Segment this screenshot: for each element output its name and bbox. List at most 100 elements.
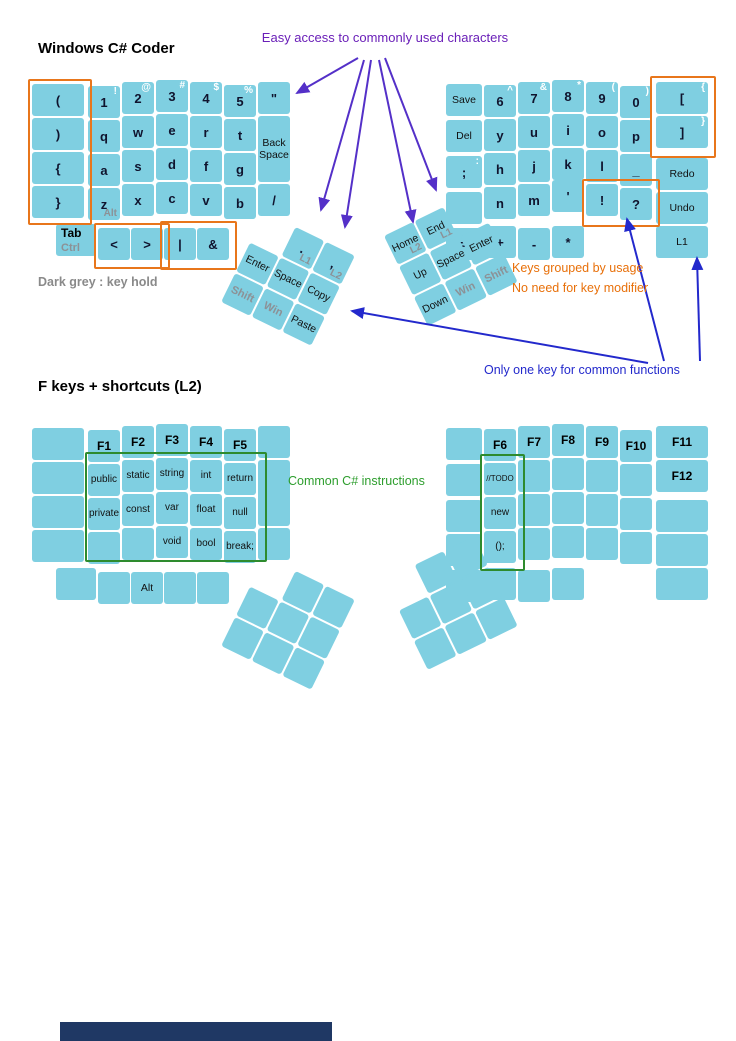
key-blank: [518, 528, 550, 560]
key-symbol: _: [620, 154, 652, 186]
key-blank: [552, 568, 584, 600]
key-blank: [446, 428, 482, 460]
key-symbol: {: [32, 152, 84, 184]
key-symbol: ": [258, 82, 290, 114]
key-blank: [32, 462, 84, 494]
key-t: t: [224, 119, 256, 151]
key-symbol: (: [32, 84, 84, 116]
key-blank: [446, 192, 482, 224]
key-symbol: -: [518, 228, 550, 260]
key-o: o: [586, 116, 618, 148]
key-i: i: [552, 114, 584, 146]
key-a: a: [88, 154, 120, 186]
key-d: d: [156, 148, 188, 180]
key-y: y: [484, 119, 516, 151]
key-8: 8*: [552, 80, 584, 112]
key-f7: F7: [518, 426, 550, 458]
key-return: return: [224, 463, 256, 495]
key-blank: [446, 464, 482, 496]
key-blank: [656, 534, 708, 566]
key-3: 3#: [156, 80, 188, 112]
key-symbol: <: [98, 228, 130, 260]
key-blank: [122, 528, 154, 560]
key-1: 1!: [88, 86, 120, 118]
key-blank: [32, 530, 84, 562]
key-float: float: [190, 494, 222, 526]
key-blank: [56, 568, 96, 600]
key-blank: [197, 572, 229, 604]
key-symbol: ]}: [656, 116, 708, 148]
key-6: 6^: [484, 85, 516, 117]
key-break: break;: [224, 531, 256, 563]
key-blank: [620, 464, 652, 496]
key-symbol: &: [197, 228, 229, 260]
footer-bar: [60, 1022, 332, 1041]
key-2: 2@: [122, 82, 154, 114]
key-undo: Undo: [656, 192, 708, 224]
key-blank: [258, 460, 290, 526]
key-x: x: [122, 184, 154, 216]
key-blank: [98, 572, 130, 604]
key-blank: [656, 568, 708, 600]
key-save: Save: [446, 84, 482, 116]
key-w: w: [122, 116, 154, 148]
key-p: p: [620, 120, 652, 152]
key-blank: [656, 500, 708, 532]
key-0: 0): [620, 86, 652, 118]
key-blank: [258, 528, 290, 560]
key-blank: [518, 570, 550, 602]
key-symbol: ;:: [446, 156, 482, 188]
key-f12: F12: [656, 460, 708, 492]
key-symbol: ?: [620, 188, 652, 220]
key-f5: F5: [224, 429, 256, 461]
key-f4: F4: [190, 426, 222, 458]
key-backspace: Back Space: [258, 116, 290, 182]
key-f6: F6: [484, 429, 516, 461]
key-l: l: [586, 150, 618, 182]
key-private: private: [88, 498, 120, 530]
key-c: c: [156, 182, 188, 214]
key-r: r: [190, 116, 222, 148]
key-f2: F2: [122, 426, 154, 458]
key-blank: [586, 460, 618, 492]
key-symbol: /: [258, 184, 290, 216]
key-blank: [552, 492, 584, 524]
key-9: 9(: [586, 82, 618, 114]
key-blank: [518, 460, 550, 492]
key-blank: [32, 428, 84, 460]
annotation-one-key-functions: Only one key for common functions: [484, 363, 680, 377]
key-symbol: }: [32, 186, 84, 218]
section-title-fkeys: F keys + shortcuts (L2): [38, 378, 202, 395]
key-symbol: [{: [656, 82, 708, 114]
key-v: v: [190, 184, 222, 216]
key-string: string: [156, 458, 188, 490]
annotation-easy-access: Easy access to commonly used characters: [261, 30, 509, 45]
key-blank: [518, 494, 550, 526]
key-l1: L1: [656, 226, 708, 258]
key-4: 4$: [190, 82, 222, 114]
key-symbol: *: [552, 226, 584, 258]
key-symbol: ();: [484, 531, 516, 563]
key-blank: [32, 496, 84, 528]
key-k: k: [552, 148, 584, 180]
key-f11: F11: [656, 426, 708, 458]
key-f10: F10: [620, 430, 652, 462]
key-g: g: [224, 153, 256, 185]
key-5: 5%: [224, 85, 256, 117]
key-blank: [552, 458, 584, 490]
key-f8: F8: [552, 424, 584, 456]
key-symbol: >: [131, 228, 163, 260]
key-blank: [586, 494, 618, 526]
key-h: h: [484, 153, 516, 185]
key-null: null: [224, 497, 256, 529]
key-f: f: [190, 150, 222, 182]
key-redo: Redo: [656, 158, 708, 190]
key-blank: [258, 426, 290, 458]
key-public: public: [88, 464, 120, 496]
key-f3: F3: [156, 424, 188, 456]
key-e: e: [156, 114, 188, 146]
